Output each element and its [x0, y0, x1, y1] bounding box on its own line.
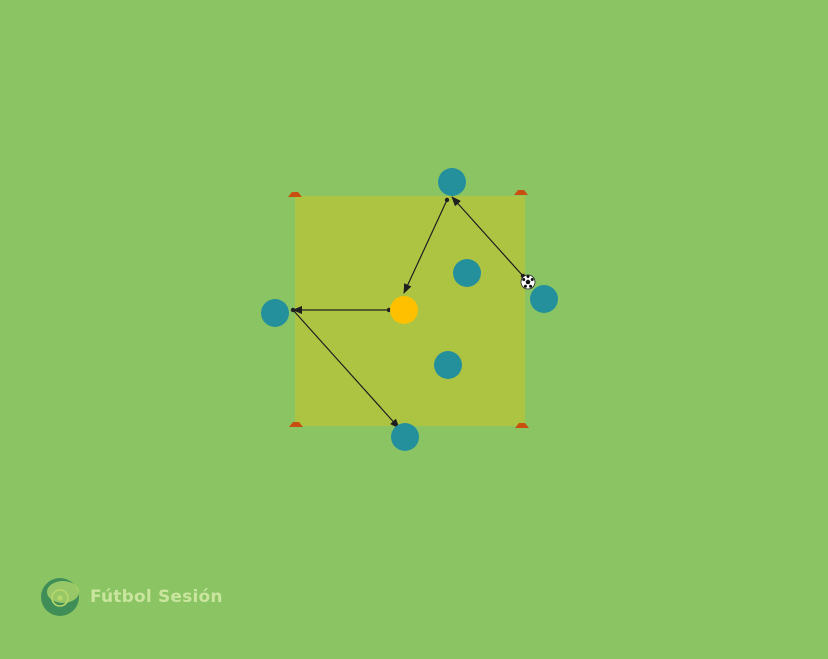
player-left[interactable] [261, 299, 289, 327]
player-inner-bottom[interactable] [434, 351, 462, 379]
cone-top-right [514, 190, 528, 195]
player-right[interactable] [530, 285, 558, 313]
futbol-sesion-logo-icon [41, 578, 79, 616]
brand-watermark: Fútbol Sesión [40, 576, 223, 618]
cone-top-left [288, 192, 302, 197]
pass-arrow-top-to-center [403, 199, 448, 294]
cone-bottom-left [289, 422, 303, 427]
passes-layer [290, 196, 526, 429]
cones-layer [288, 190, 529, 428]
pass-arrow-right-to-top [451, 196, 524, 277]
soccer-ball-icon[interactable] [520, 274, 536, 290]
pass-origin-dot [444, 197, 450, 203]
player-bottom[interactable] [391, 423, 419, 451]
player-top[interactable] [438, 168, 466, 196]
cone-bottom-right [515, 423, 529, 428]
players-layer [261, 168, 558, 451]
brand-name: Fútbol Sesión [90, 587, 223, 607]
ball-layer [520, 274, 536, 290]
player-inner-top[interactable] [453, 259, 481, 287]
pass-origin-dot [290, 307, 296, 313]
pass-arrow-left-to-bottom [292, 309, 400, 429]
neutral-player-center[interactable] [390, 296, 418, 324]
